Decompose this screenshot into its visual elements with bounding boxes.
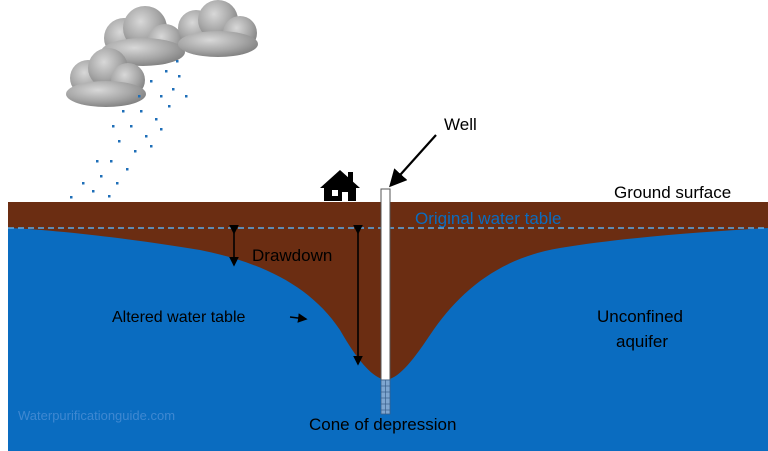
house-icon: [320, 170, 360, 201]
rain-drop: [134, 150, 137, 153]
rain-drop: [118, 140, 121, 143]
rain-drop: [112, 125, 115, 128]
rain-drop: [160, 95, 163, 98]
rain-drop: [168, 105, 171, 108]
cloud-icon: [66, 0, 258, 107]
drawdown-label: Drawdown: [252, 246, 332, 265]
rain-drop: [82, 182, 85, 185]
unconfined-aquifer-label-line2: aquifer: [616, 332, 668, 351]
rain-drop: [100, 175, 103, 178]
rain-drop: [145, 135, 148, 138]
rain-drop: [150, 80, 153, 83]
rain-drop: [172, 88, 175, 91]
rain-drop: [92, 190, 95, 193]
rain-drop: [185, 95, 188, 98]
rain-drop: [116, 182, 119, 185]
rain-drop: [140, 110, 143, 113]
rain-drop: [138, 95, 141, 98]
rain-drop: [108, 195, 111, 198]
well-casing: [380, 188, 391, 381]
altered-water-table-arrow: [289, 313, 308, 323]
well-label: Well: [444, 115, 477, 134]
rain-drop: [176, 60, 179, 63]
rain-drop: [96, 160, 99, 163]
altered-water-table-label: Altered water table: [112, 309, 246, 326]
rain-drop: [110, 160, 113, 163]
arrow-icon: [389, 134, 437, 188]
rain-drop: [122, 110, 125, 113]
rain-drop: [165, 70, 168, 73]
watermark-text: Waterpurificationguide.com: [18, 408, 175, 423]
rain-icon: [70, 60, 188, 199]
rain-drop: [160, 128, 163, 131]
rain-drop: [178, 75, 181, 78]
rain-drop: [150, 145, 153, 148]
cone-of-depression-label: Cone of depression: [309, 415, 456, 434]
ground-surface-label: Ground surface: [614, 183, 731, 202]
rain-drop: [126, 168, 129, 171]
original-water-table-label: Original water table: [415, 209, 561, 228]
well-screen: [380, 379, 391, 415]
rain-drop: [70, 196, 73, 199]
rain-drop: [130, 125, 133, 128]
unconfined-aquifer-label-line1: Unconfined: [597, 307, 683, 326]
rain-drop: [155, 118, 158, 121]
